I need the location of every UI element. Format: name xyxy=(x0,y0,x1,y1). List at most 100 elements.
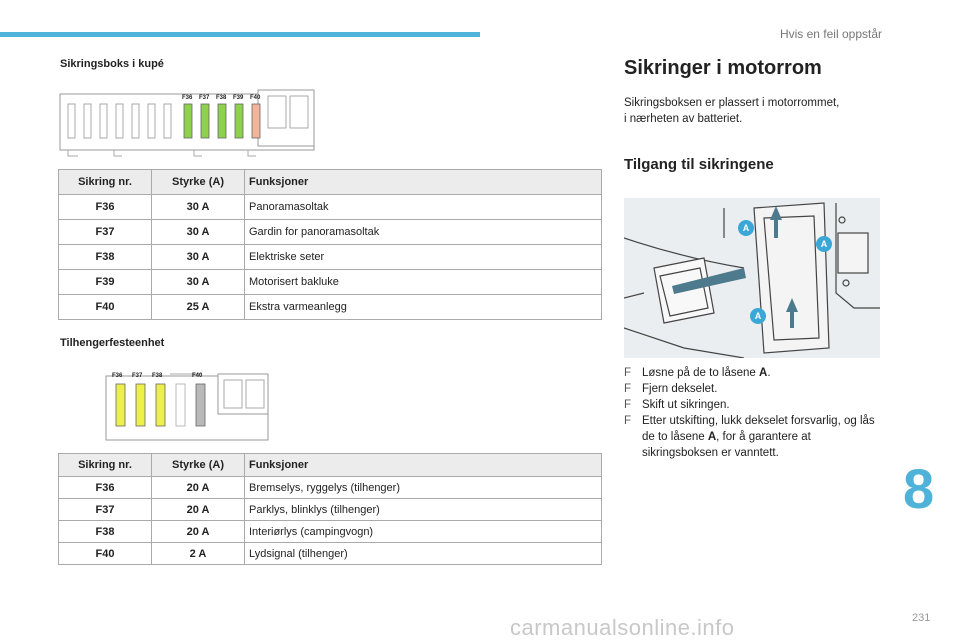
fuse-function: Gardin for panoramasoltak xyxy=(244,219,602,245)
fuse-rating: 2 A xyxy=(151,542,245,565)
trailer-fuse-f36 xyxy=(115,383,126,427)
fuse-number: F40 xyxy=(58,294,152,320)
cabin-label-f40: F40 xyxy=(250,95,261,101)
fuse-function: Panoramasoltak xyxy=(244,194,602,220)
list-item: F Fjern dekselet. xyxy=(624,381,884,397)
step-text: Skift ut sikringen. xyxy=(642,399,730,411)
up-arrow-icon xyxy=(786,298,798,312)
access-fuses-subtitle: Tilgang til sikringene xyxy=(624,156,774,173)
fuse-f36 xyxy=(183,103,193,139)
svg-text:A: A xyxy=(821,239,828,249)
step-bold: A xyxy=(759,367,768,379)
fuse-number: F37 xyxy=(58,219,152,245)
trailer-label-f38: F38 xyxy=(152,373,163,379)
fuse-rating: 30 A xyxy=(151,269,245,295)
chapter-title: Hvis en feil oppstår xyxy=(779,27,882,41)
marker-a xyxy=(816,236,832,252)
cabin-label-f37: F37 xyxy=(199,95,210,101)
step-bold: A xyxy=(707,431,717,443)
fuse-number: F40 xyxy=(58,542,152,565)
fuse-function: Elektriske seter xyxy=(244,244,602,270)
trailer-fuse-f40 xyxy=(195,383,206,427)
chapter-number: 8 xyxy=(903,457,935,520)
trailer-fusebox-diagram: F36 F37 F38 F40 xyxy=(105,373,269,441)
cabin-label-f39: F39 xyxy=(233,95,244,101)
fuse-rating: 20 A xyxy=(151,498,245,521)
list-item: F Etter utskifting, lukk dekselet forsvar… xyxy=(624,413,884,461)
fuse-function: Parklys, blinklys (tilhenger) xyxy=(244,498,602,521)
fuse-function: Ekstra varmeanlegg xyxy=(244,294,602,320)
step-bullet: F xyxy=(624,415,632,427)
fuse-rating: 30 A xyxy=(151,244,245,270)
fuse-rating: 25 A xyxy=(151,294,245,320)
fuse-function: Lydsignal (tilhenger) xyxy=(244,542,602,565)
col-header-fuse-no: Sikring nr. xyxy=(58,169,152,195)
fuse-number: F37 xyxy=(58,498,152,521)
fuse-f40 xyxy=(251,103,261,139)
col-header-fuse-no: Sikring nr. xyxy=(58,453,152,477)
step-text: Løsne på de to låsene xyxy=(642,367,759,379)
trailer-label-f37: F37 xyxy=(132,373,143,379)
cabin-fusebox-title: Sikringsboks i kupé xyxy=(60,58,164,70)
fuse-rating: 30 A xyxy=(151,219,245,245)
step-bullet: F xyxy=(624,367,632,379)
intro-line: Sikringsboksen er plassert i motorrommet… xyxy=(624,97,840,109)
instruction-steps: F Løsne på de to låsene A. F Fjern deksele… xyxy=(624,365,884,461)
watermark: carmanualsonline.info xyxy=(510,615,735,640)
pointer-arrow-icon xyxy=(672,268,746,294)
cabin-fusebox-diagram: F36 F37 F38 F39 F40 xyxy=(59,89,315,157)
step-text: . xyxy=(767,367,771,379)
step-text: Fjern dekselet. xyxy=(642,383,718,395)
col-header-functions: Funksjoner xyxy=(244,453,602,477)
fuse-f39 xyxy=(234,103,244,139)
engine-fusebox-illustration: A A A xyxy=(624,198,880,358)
fuse-rating: 30 A xyxy=(151,194,245,220)
page-number: 231 xyxy=(912,612,931,624)
fuse-rating: 20 A xyxy=(151,476,245,499)
fuse-number: F39 xyxy=(58,269,152,295)
step-bullet: F xyxy=(624,383,632,395)
svg-text:A: A xyxy=(755,311,762,321)
step-bullet: F xyxy=(624,399,632,411)
cabin-label-f36: F36 xyxy=(182,95,193,101)
fuse-rating: 20 A xyxy=(151,520,245,543)
engine-fuses-intro: Sikringsboksen er plassert i motorrommet… xyxy=(624,95,874,127)
up-arrow-icon xyxy=(770,206,782,220)
trailer-unit-title: Tilhengerfesteenhet xyxy=(60,337,165,349)
fuse-function: Motorisert bakluke xyxy=(244,269,602,295)
trailer-label-f36: F36 xyxy=(112,373,123,379)
fuse-number: F36 xyxy=(58,194,152,220)
header-accent-bar xyxy=(0,32,480,37)
marker-a xyxy=(738,220,754,236)
fuse-function: Bremselys, ryggelys (tilhenger) xyxy=(244,476,602,499)
intro-line: i nærheten av batteriet. xyxy=(624,113,743,125)
list-item: F Løsne på de to låsene A. xyxy=(624,365,884,381)
fuse-number: F36 xyxy=(58,476,152,499)
fuse-number: F38 xyxy=(58,520,152,543)
svg-text:A: A xyxy=(743,223,750,233)
fuse-f38 xyxy=(217,103,227,139)
trailer-fuse-f38 xyxy=(155,383,166,427)
fuse-function: Interiørlys (campingvogn) xyxy=(244,520,602,543)
col-header-rating: Styrke (A) xyxy=(151,453,245,477)
fuse-f37 xyxy=(200,103,210,139)
col-header-functions: Funksjoner xyxy=(244,169,602,195)
step-text: Etter utskifting, lukk dekselet forsvarl… xyxy=(642,415,875,443)
trailer-label-f40: F40 xyxy=(192,373,203,379)
engine-fuses-title: Sikringer i motorrom xyxy=(624,57,822,79)
fuse-number: F38 xyxy=(58,244,152,270)
step-text: , for å garantere at sikringsboksen er v… xyxy=(642,431,811,459)
trailer-fuse-f37 xyxy=(135,383,146,427)
list-item: F Skift ut sikringen. xyxy=(624,397,884,413)
col-header-rating: Styrke (A) xyxy=(151,169,245,195)
